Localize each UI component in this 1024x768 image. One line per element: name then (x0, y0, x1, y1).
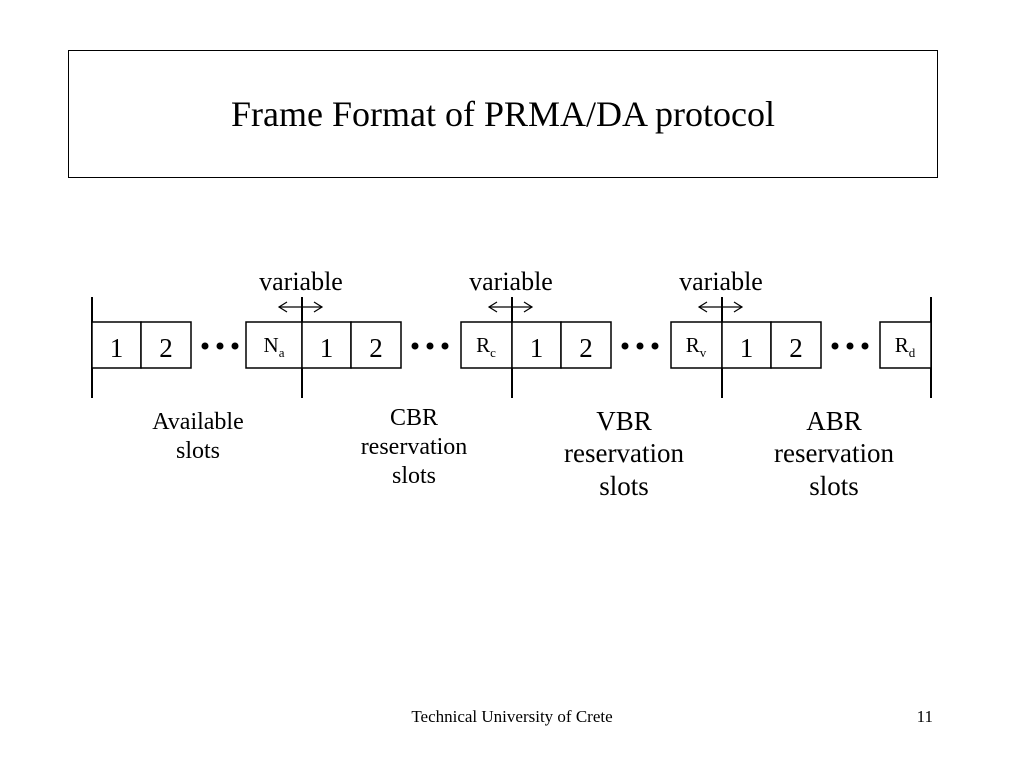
variable-label-2: variable (469, 267, 553, 296)
double-arrow-icon (697, 301, 744, 313)
variable-label-1: variable (259, 267, 343, 296)
double-arrow-icon (277, 301, 324, 313)
marker-box-rd (879, 321, 932, 369)
slide-title: Frame Format of PRMA/DA protocol (231, 94, 775, 134)
ellipsis-dots (831, 342, 869, 350)
ellipsis-dots (621, 342, 659, 350)
ellipsis-dots (201, 342, 239, 350)
abr-reservation-label: ABR reservation slots (774, 406, 894, 501)
footer-institution: Technical University of Crete (411, 707, 613, 726)
slot-number: 2 (579, 333, 593, 363)
slot-box (301, 321, 352, 369)
marker-box-rv (670, 321, 723, 369)
slot-number: 1 (320, 333, 334, 363)
double-arrow-icon (487, 301, 534, 313)
marker-label-rc: Rc (476, 333, 496, 360)
available-slots-label: Available slots (152, 409, 244, 464)
variable-label-3: variable (679, 267, 763, 296)
slot-number: 2 (369, 333, 383, 363)
slot-number: 1 (110, 333, 124, 363)
page-number: 11 (916, 707, 933, 726)
slot-box (350, 321, 402, 369)
slot-box (560, 321, 612, 369)
slot-box (721, 321, 772, 369)
marker-label-rv: Rv (686, 333, 707, 360)
vbr-reservation-label: VBR reservation slots (564, 406, 684, 501)
slot-number: 1 (740, 333, 754, 363)
slot-number: 2 (159, 333, 173, 363)
marker-label-na: Na (264, 333, 285, 360)
slot-box (770, 321, 822, 369)
title-box: Frame Format of PRMA/DA protocol (68, 50, 938, 178)
cbr-reservation-label: CBR reservation slots (360, 405, 468, 489)
ellipsis-dots (411, 342, 449, 350)
slot-box (140, 321, 192, 369)
slot-number: 2 (789, 333, 803, 363)
slot-number: 1 (530, 333, 544, 363)
marker-label-rd: Rd (895, 333, 916, 360)
